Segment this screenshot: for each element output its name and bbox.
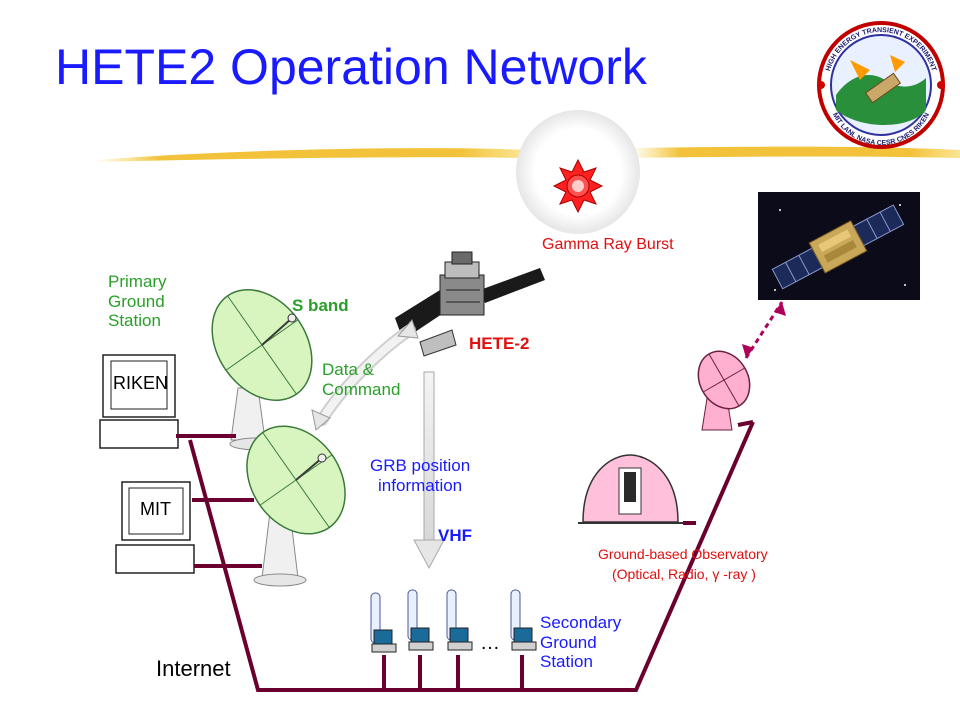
mit-label: MIT xyxy=(140,499,171,519)
data-command-arrow xyxy=(311,319,419,431)
observatory-label: Ground-based Observatory xyxy=(598,546,768,562)
secondary-station-1 xyxy=(370,592,397,653)
grb-info-arrow xyxy=(413,371,445,570)
slide-title: HETE2 Operation Network xyxy=(55,39,647,95)
secondary-station-2 xyxy=(407,589,434,651)
internet-network-lines xyxy=(176,420,755,692)
secondary-station-3 xyxy=(446,589,473,651)
title-underline-swoosh xyxy=(95,146,960,162)
secondary-station-4 xyxy=(510,589,537,651)
satellite-photo xyxy=(758,192,920,300)
s-band-label: S band xyxy=(292,296,349,315)
gamma-ray-burst-label: Gamma Ray Burst xyxy=(542,236,674,253)
gamma-ray-burst-icon xyxy=(552,158,604,214)
secondary-station-label: Secondary Ground Station xyxy=(540,613,622,672)
observatory-dome xyxy=(578,454,684,524)
mit-computer xyxy=(115,481,195,574)
primary-station-label: Primary Ground Station xyxy=(108,272,167,331)
radio-dish xyxy=(697,350,751,431)
riken-label: RIKEN xyxy=(113,373,169,393)
observatory-detail-label: (Optical, Radio, γ -ray ) xyxy=(612,566,756,582)
vhf-label: VHF xyxy=(438,526,472,545)
hete2-label: HETE-2 xyxy=(469,334,530,353)
mission-logo: HIGH ENERGY TRANSIENT EXPERIMENT MIT LAN… xyxy=(817,21,945,149)
primary-dish-2 xyxy=(246,425,346,587)
riken-computer xyxy=(99,354,179,449)
satellite-downlink-arrow xyxy=(742,301,786,359)
more-stations-ellipsis: … xyxy=(480,632,500,654)
data-command-label: Data & Command xyxy=(322,360,401,399)
internet-label: Internet xyxy=(156,656,231,681)
grb-position-label: GRB position information xyxy=(370,456,471,495)
